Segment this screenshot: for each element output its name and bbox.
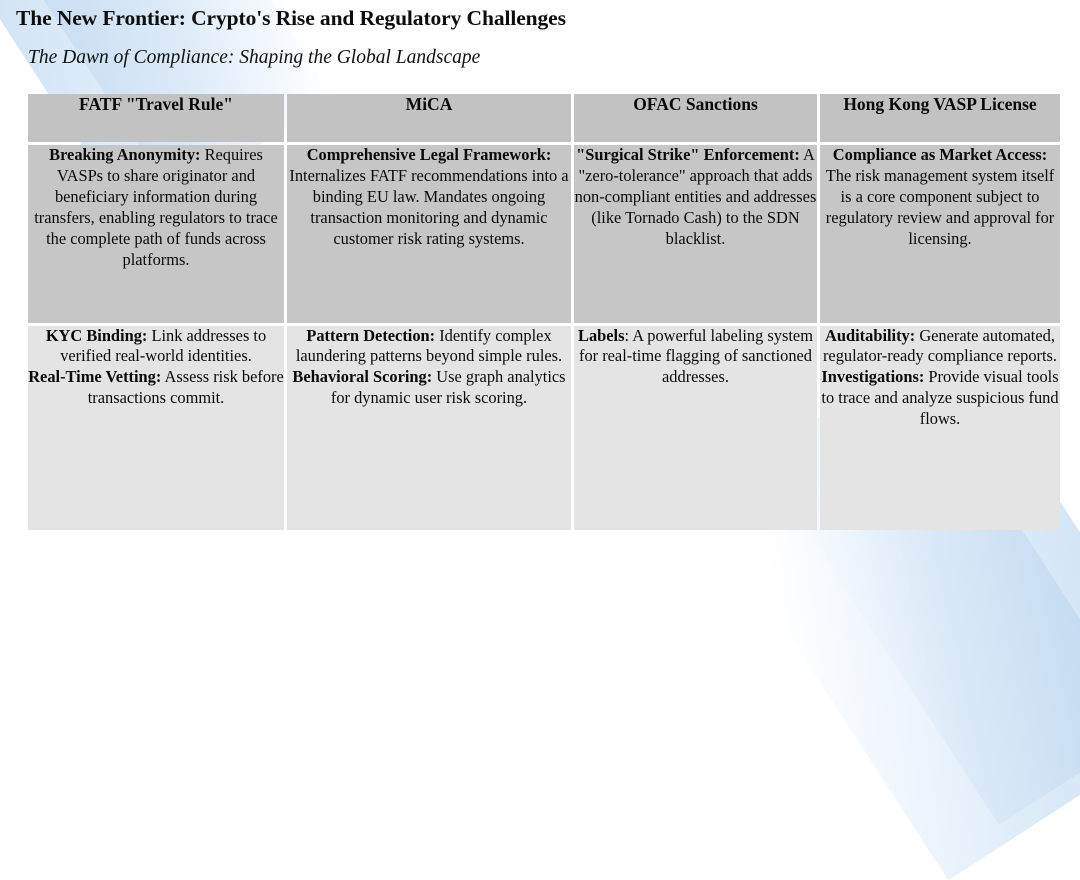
cell-body-text: Identify complex laundering patterns bey… [295, 325, 563, 366]
cell-paragraph: Behavioral Scoring: Use graph analytics … [287, 367, 571, 409]
cell-lead-in: Labels [578, 325, 625, 345]
cell-lead-in: Comprehensive Legal Framework: [306, 145, 552, 164]
cell-lead-in: Pattern Detection: [306, 325, 436, 345]
cell-lead-in: Real-Time Vetting: [28, 367, 162, 387]
cell-mica-requirement: Comprehensive Legal Framework: Internali… [287, 145, 571, 323]
cell-mica-capability: Pattern Detection: Identify complex laun… [287, 325, 571, 530]
cell-lead-in: Behavioral Scoring: [292, 367, 433, 387]
cell-fatf-requirement: Breaking Anonymity: Requires VASPs to sh… [28, 145, 284, 323]
cell-body-text: The risk management system itself is a c… [825, 165, 1055, 248]
cell-paragraph: Auditability: Generate automated, regula… [820, 326, 1060, 368]
slide-canvas: The New Frontier: Crypto's Rise and Regu… [16, 6, 1063, 533]
cell-body-text: Assess risk before transactions commit. [87, 367, 284, 408]
cell-fatf-capability: KYC Binding: Link addresses to verified … [28, 325, 284, 530]
table-header-row: FATF "Travel Rule" MiCA OFAC Sanctions H… [28, 94, 1060, 142]
cell-body-text: Link addresses to verified real-world id… [60, 325, 267, 366]
column-header-fatf-travel-rule: FATF "Travel Rule" [28, 94, 284, 142]
cell-paragraph: Investigations: Provide visual tools to … [820, 367, 1060, 430]
cell-paragraph: Comprehensive Legal Framework: Internali… [287, 145, 571, 250]
table-row: Breaking Anonymity: Requires VASPs to sh… [28, 145, 1060, 323]
cell-hkvasp-capability: Auditability: Generate automated, regula… [820, 325, 1060, 530]
cell-lead-in: Breaking Anonymity: [49, 145, 201, 164]
column-header-hong-kong-vasp-license: Hong Kong VASP License [820, 94, 1060, 142]
cell-body-text: Internalizes FATF recommendations into a… [289, 165, 569, 248]
cell-paragraph: Breaking Anonymity: Requires VASPs to sh… [28, 145, 284, 270]
column-header-ofac-sanctions: OFAC Sanctions [574, 94, 817, 142]
cell-lead-in: KYC Binding: [45, 325, 148, 345]
cell-hkvasp-requirement: Compliance as Market Access: The risk ma… [820, 145, 1060, 323]
cell-lead-in: Compliance as Market Access: [832, 145, 1048, 164]
cell-lead-in: Auditability: [825, 325, 916, 345]
cell-body-text: Use graph analytics for dynamic user ris… [330, 367, 566, 408]
slide-title: The New Frontier: Crypto's Rise and Regu… [16, 6, 566, 30]
compliance-matrix-table: FATF "Travel Rule" MiCA OFAC Sanctions H… [25, 91, 1063, 533]
cell-paragraph: Labels: A powerful labeling system for r… [574, 326, 817, 389]
cell-ofac-capability: Labels: A powerful labeling system for r… [574, 325, 817, 530]
cell-paragraph: Real-Time Vetting: Assess risk before tr… [28, 367, 284, 409]
cell-lead-in: Investigations: [821, 367, 925, 387]
cell-paragraph: Compliance as Market Access: The risk ma… [820, 145, 1060, 250]
cell-lead-in: "Surgical Strike" Enforcement: [576, 145, 800, 164]
slide-subtitle: The Dawn of Compliance: Shaping the Glob… [28, 47, 481, 68]
cell-paragraph: KYC Binding: Link addresses to verified … [28, 326, 284, 368]
cell-paragraph: "Surgical Strike" Enforcement: A "zero-t… [574, 145, 817, 250]
table-row: KYC Binding: Link addresses to verified … [28, 325, 1060, 530]
cell-ofac-requirement: "Surgical Strike" Enforcement: A "zero-t… [574, 145, 817, 323]
column-header-mica: MiCA [287, 94, 571, 142]
cell-paragraph: Pattern Detection: Identify complex laun… [287, 326, 571, 368]
cell-body-text: A "zero-tolerance" approach that adds no… [574, 145, 817, 248]
